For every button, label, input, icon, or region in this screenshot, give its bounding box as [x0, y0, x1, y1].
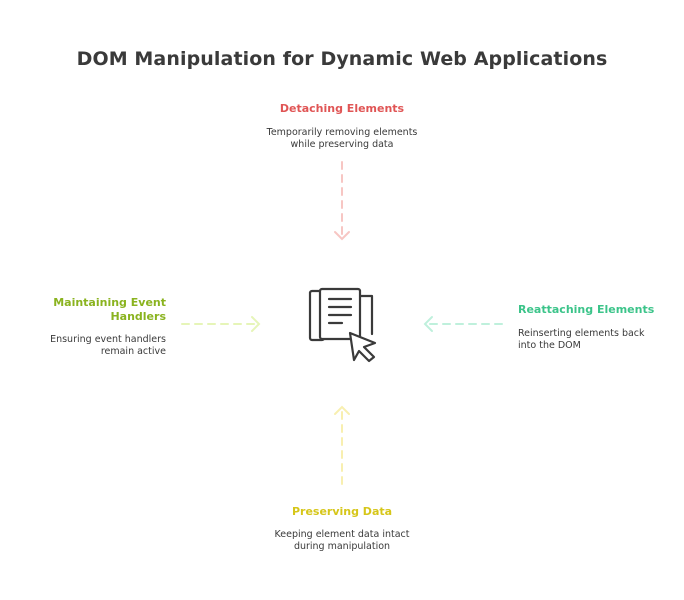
- reattaching-description-line: into the DOM: [518, 340, 581, 351]
- document-cursor-icon: [308, 287, 377, 363]
- maintaining-heading-line: Handlers: [110, 310, 166, 323]
- detaching-description: Temporarily removing elements while pres…: [222, 127, 462, 151]
- preserving-arrow: [334, 405, 350, 485]
- preserving-heading: Preserving Data: [291, 505, 393, 518]
- reattaching-arrow: [423, 316, 503, 332]
- maintaining-description: Ensuring event handlers remain active: [6, 334, 166, 358]
- detaching-heading: Detaching Elements: [279, 102, 405, 115]
- reattaching-heading: Reattaching Elements: [518, 303, 655, 316]
- reattaching-description: Reinserting elements back into the DOM: [518, 328, 678, 352]
- maintaining-heading-line: Maintaining Event: [53, 296, 166, 309]
- detaching-description-line: while preserving data: [290, 139, 394, 150]
- preserving-description-line: during manipulation: [293, 541, 391, 552]
- preserving-description: Keeping element data intact during manip…: [222, 529, 462, 553]
- preserving-description-line: Keeping element data intact: [274, 529, 410, 540]
- reattaching-description-line: Reinserting elements back: [518, 328, 645, 339]
- maintaining-heading: Maintaining Event Handlers: [16, 296, 166, 324]
- maintaining-description-line: Ensuring event handlers: [50, 334, 166, 345]
- detaching-description-line: Temporarily removing elements: [266, 127, 418, 138]
- detaching-arrow: [334, 161, 350, 241]
- maintaining-description-line: remain active: [100, 346, 166, 357]
- diagram-title: DOM Manipulation for Dynamic Web Applica…: [76, 48, 608, 70]
- maintaining-arrow: [181, 316, 261, 332]
